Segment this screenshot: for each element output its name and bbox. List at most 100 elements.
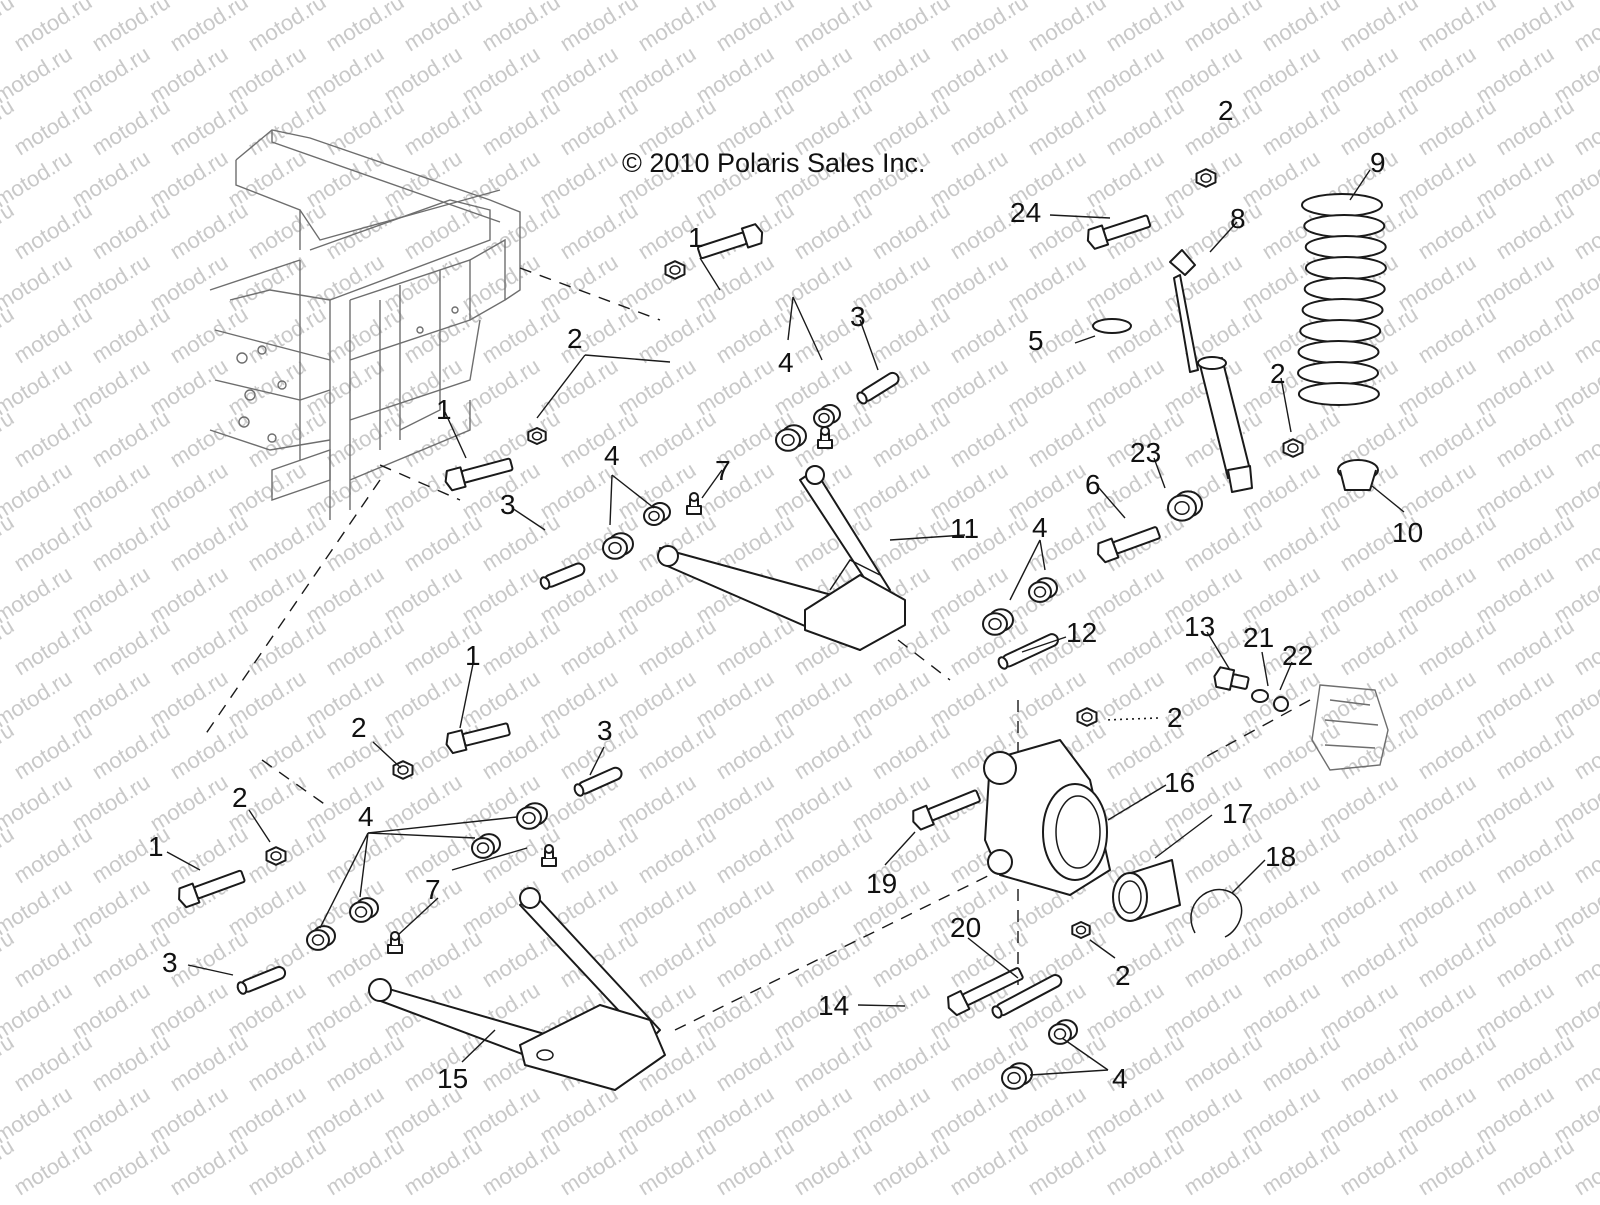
brake-caliper [1311,684,1389,771]
callout-4: 4 [358,801,374,832]
watermark-text: motod.ru [633,405,720,472]
pin [997,633,1059,670]
spring-coil [1297,382,1380,406]
watermark-text: motod.ru [1569,1133,1600,1200]
watermark-text: motod.ru [633,821,720,888]
bushing [982,608,1014,636]
watermark-text: motod.ru [0,353,76,420]
watermark-text: motod.ru [867,1029,954,1096]
watermark-text: motod.ru [1413,717,1500,784]
watermark-text: motod.ru [243,405,330,472]
spring-coil [1297,361,1380,385]
callout-12: 12 [1066,617,1097,648]
watermark-text: motod.ru [1491,197,1578,264]
watermark-text: motod.ru [1569,197,1600,264]
grease-fitting [541,844,557,867]
bushing [1048,1019,1078,1045]
watermark-text: motod.ru [1413,405,1500,472]
watermark-text: motod.ru [711,1029,798,1096]
watermark-text: motod.ru [0,977,76,1044]
watermark-text: motod.ru [1179,1029,1266,1096]
callout-4: 4 [1032,512,1048,543]
watermark-text: motod.ru [789,1133,876,1200]
watermark-text: motod.ru [1413,197,1500,264]
watermark-text: motod.ru [0,145,76,212]
spring-coil [1301,298,1384,322]
watermark-text: motod.ru [1569,301,1600,368]
watermark-text: motod.ru [87,197,174,264]
callout-11: 11 [950,513,979,544]
callout-3: 3 [850,301,866,332]
pin [236,966,287,995]
watermark-text: motod.ru [633,925,720,992]
grease-fitting [686,492,702,515]
watermark-text: motod.ru [555,613,642,680]
watermark-text: motod.ru [87,1029,174,1096]
watermark-text: motod.ru [1179,509,1266,576]
callout-2: 2 [1115,960,1131,991]
watermark-text: motod.ru [477,613,564,680]
watermark-text: motod.ru [87,717,174,784]
spring-coil [1304,256,1387,280]
bushing [471,833,501,859]
callout-22: 22 [1282,640,1313,671]
callout-9: 9 [1370,147,1386,178]
callout-21: 21 [1243,622,1274,653]
watermark-text: motod.ru [477,1133,564,1200]
watermark-text: motod.ru [243,301,330,368]
watermark-text: motod.ru [1491,301,1578,368]
pin [991,974,1063,1019]
watermark-text: motod.ru [555,197,642,264]
callout-7: 7 [715,455,731,486]
watermark-text: motod.ru [321,301,408,368]
callout-2: 2 [1167,702,1183,733]
watermark-text: motod.ru [789,821,876,888]
watermark-text: motod.ru [1491,93,1578,160]
bushing [1001,1062,1033,1090]
callout-8: 8 [1230,203,1246,234]
watermark-text: motod.ru [633,301,720,368]
watermark-text: motod.ru [1491,1029,1578,1096]
watermark-text: motod.ru [9,1133,96,1200]
watermark-text: motod.ru [9,613,96,680]
callout-13: 13 [1184,611,1215,642]
watermark-text: motod.ru [633,1133,720,1200]
watermark-text: motod.ru [9,821,96,888]
watermark-text: motod.ru [321,93,408,160]
watermark-text: motod.ru [1569,93,1600,160]
watermark-text: motod.ru [399,821,486,888]
watermark-text: motod.ru [165,93,252,160]
watermark-text: motod.ru [1413,301,1500,368]
bolt [1213,666,1250,691]
watermark-text: motod.ru [321,1029,408,1096]
watermark-text: motod.ru [1101,93,1188,160]
watermark-text: motod.ru [165,509,252,576]
watermark-text: motod.ru [1335,613,1422,680]
watermark-text: motod.ru [1101,613,1188,680]
watermark-text: motod.ru [1569,613,1600,680]
watermark-text: motod.ru [1569,717,1600,784]
watermark-text: motod.ru [1179,197,1266,264]
bushing [1028,577,1058,603]
watermark-text: motod.ru [711,1133,798,1200]
copyright-text: © 2010 Polaris Sales Inc. [622,148,926,178]
watermark-text: motod.ru [1257,717,1344,784]
watermark-text: motod.ru [243,197,330,264]
watermark-text: motod.ru [165,1029,252,1096]
spring-coil [1303,214,1386,238]
watermark-text: motod.ru [711,821,798,888]
callout-1: 1 [436,394,452,425]
watermark-text: motod.ru [789,925,876,992]
watermark-text: motod.ru [1335,717,1422,784]
pin [573,766,623,797]
coil-spring [1297,193,1387,406]
watermark-text: motod.ru [1413,509,1500,576]
bushing [349,897,379,923]
watermark-text: motod.ru [1491,925,1578,992]
hub-knuckle [983,739,1111,896]
watermark-text: motod.ru [867,509,954,576]
watermark-text: motod.ru [9,405,96,472]
watermark-text: motod.ru [1413,1133,1500,1200]
bolt [1097,526,1161,564]
watermark-text: motod.ru [0,41,76,108]
